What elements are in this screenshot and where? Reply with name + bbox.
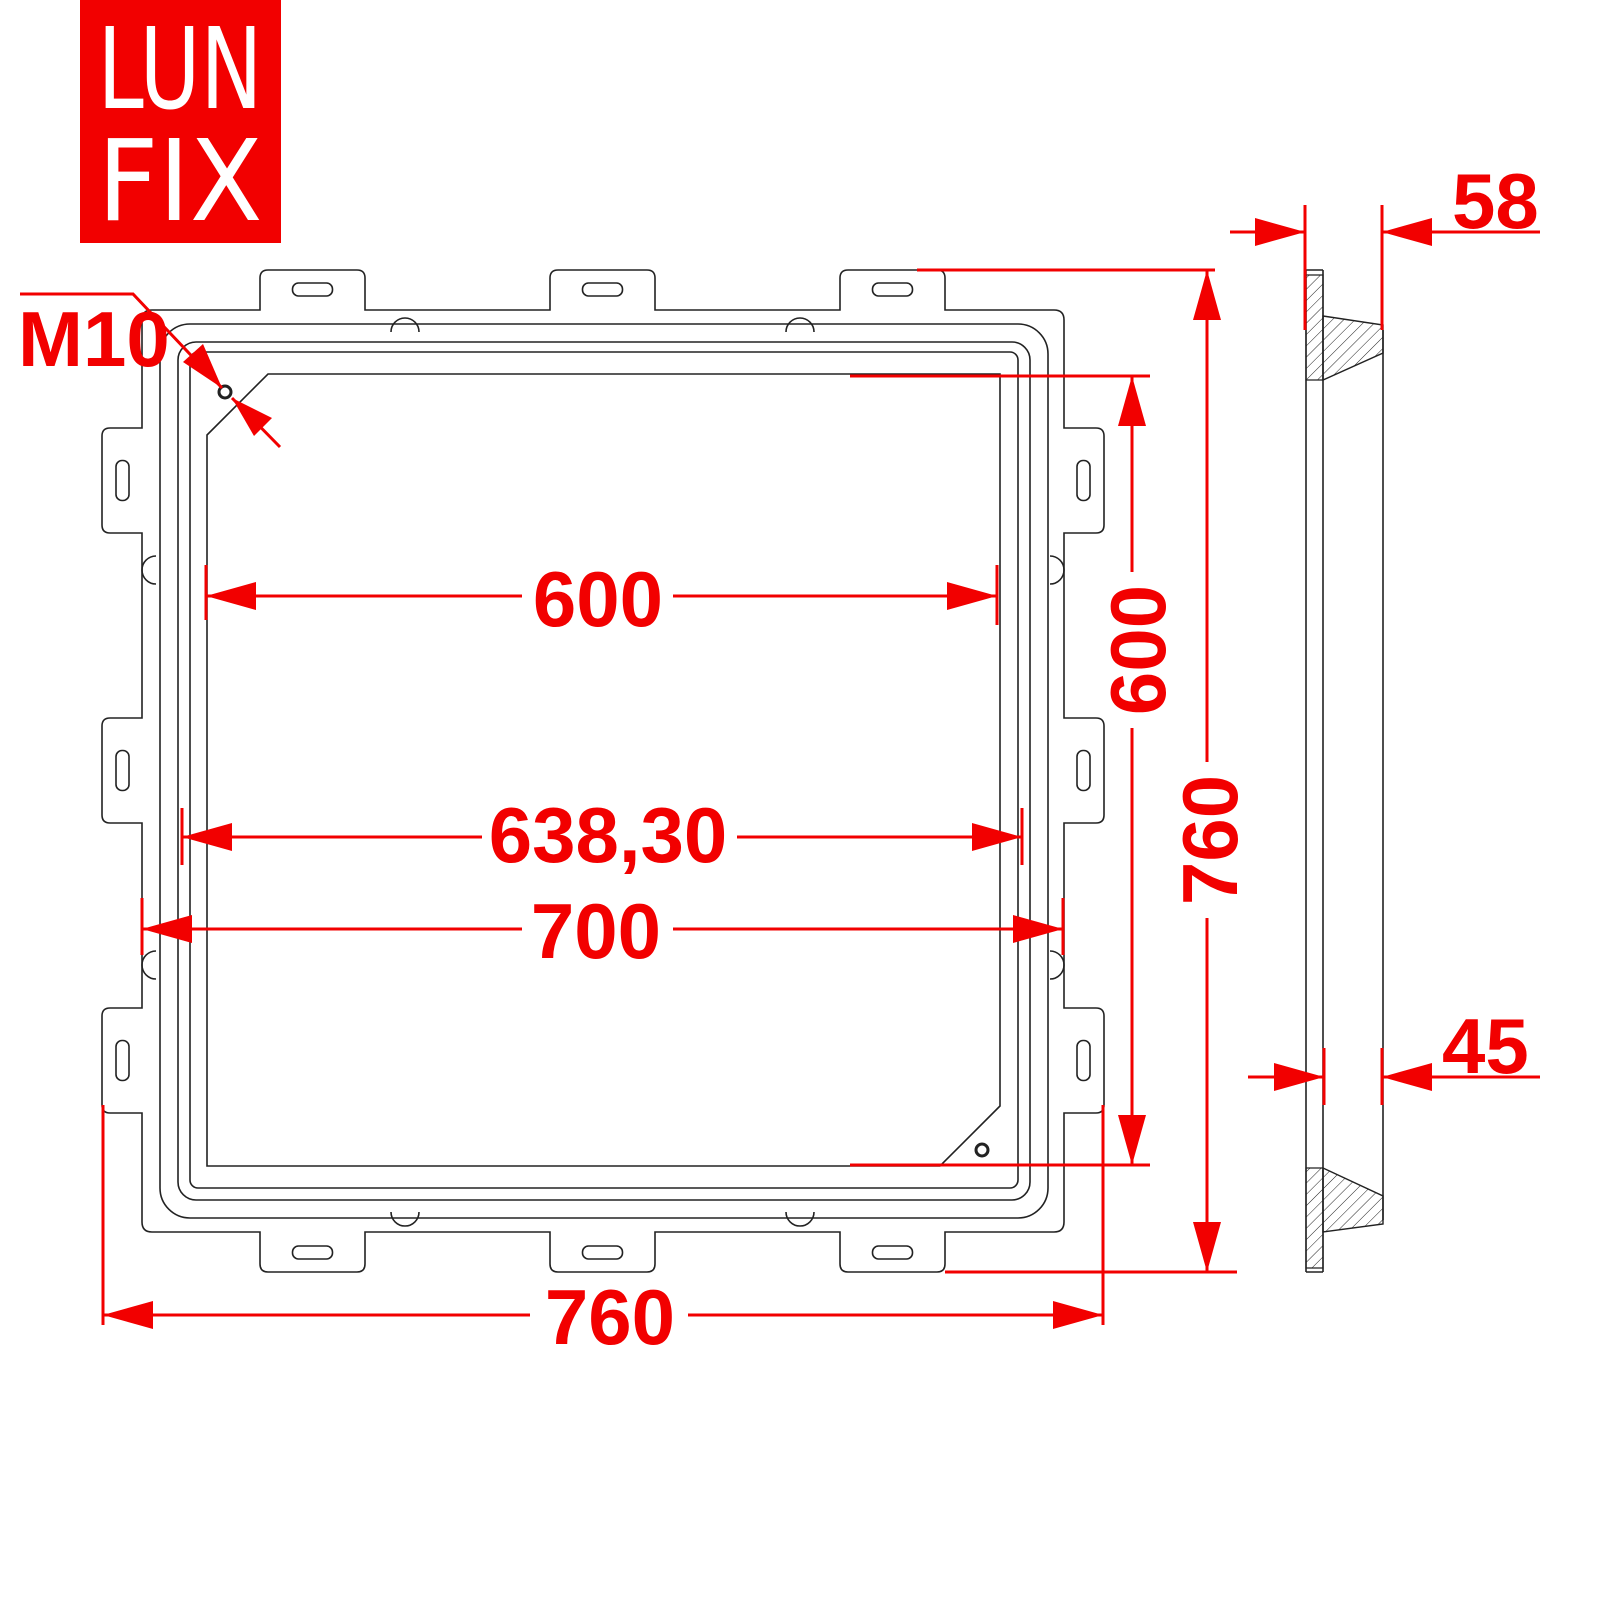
mounting-slot bbox=[871, 1245, 914, 1260]
mounting-slot bbox=[1076, 1039, 1091, 1082]
dim-inner-height: 600 bbox=[1094, 585, 1182, 715]
dim-outer-width: 760 bbox=[545, 1273, 675, 1361]
m10-hole-bottom-right bbox=[974, 1142, 990, 1158]
bolt-notch bbox=[785, 1211, 815, 1227]
mounting-slot bbox=[581, 1245, 624, 1260]
frame-inner-edge bbox=[189, 351, 1019, 1189]
mounting-slots bbox=[115, 282, 1091, 1260]
dim-frame-width: 700 bbox=[531, 887, 661, 975]
dim-depth-bottom: 45 bbox=[1442, 1002, 1529, 1090]
frame-outer-outline bbox=[101, 269, 1105, 1273]
mounting-slot bbox=[291, 1245, 334, 1260]
dimension-lines: M10 600 638,30 700 760 600 760 bbox=[18, 157, 1540, 1361]
frame-side-view bbox=[1305, 269, 1384, 1273]
bolt-notch bbox=[390, 317, 420, 333]
mounting-slot bbox=[1076, 459, 1091, 502]
mounting-slot bbox=[291, 282, 334, 297]
bolt-notch bbox=[785, 317, 815, 333]
dim-thread-label: M10 bbox=[18, 295, 170, 383]
frame-flange-edge bbox=[159, 323, 1049, 1219]
bolt-notch bbox=[141, 950, 157, 980]
bolt-notch bbox=[1049, 555, 1065, 585]
mounting-slot bbox=[115, 459, 130, 502]
logo-line-2: FIX bbox=[98, 117, 263, 247]
bolt-notch bbox=[390, 1211, 420, 1227]
mounting-slot bbox=[115, 1039, 130, 1082]
mounting-slot bbox=[115, 749, 130, 792]
logo-line-1: LUN bbox=[98, 5, 263, 135]
logo: LUN FIX bbox=[80, 0, 281, 247]
bolt-notch bbox=[141, 555, 157, 585]
dim-outer-height: 760 bbox=[1166, 775, 1254, 905]
frame-seat-edge bbox=[177, 341, 1031, 1201]
dim-depth-top: 58 bbox=[1452, 157, 1539, 245]
logo-background bbox=[80, 0, 281, 243]
dim-mid-width: 638,30 bbox=[489, 791, 728, 879]
m10-hole-top-left bbox=[217, 384, 233, 400]
mounting-slot bbox=[871, 282, 914, 297]
bolt-notch bbox=[1049, 950, 1065, 980]
dim-inner-width: 600 bbox=[533, 555, 663, 643]
mounting-slot bbox=[1076, 749, 1091, 792]
mounting-slot bbox=[581, 282, 624, 297]
bolt-notches bbox=[141, 317, 1065, 1227]
frame-opening bbox=[206, 373, 1001, 1167]
